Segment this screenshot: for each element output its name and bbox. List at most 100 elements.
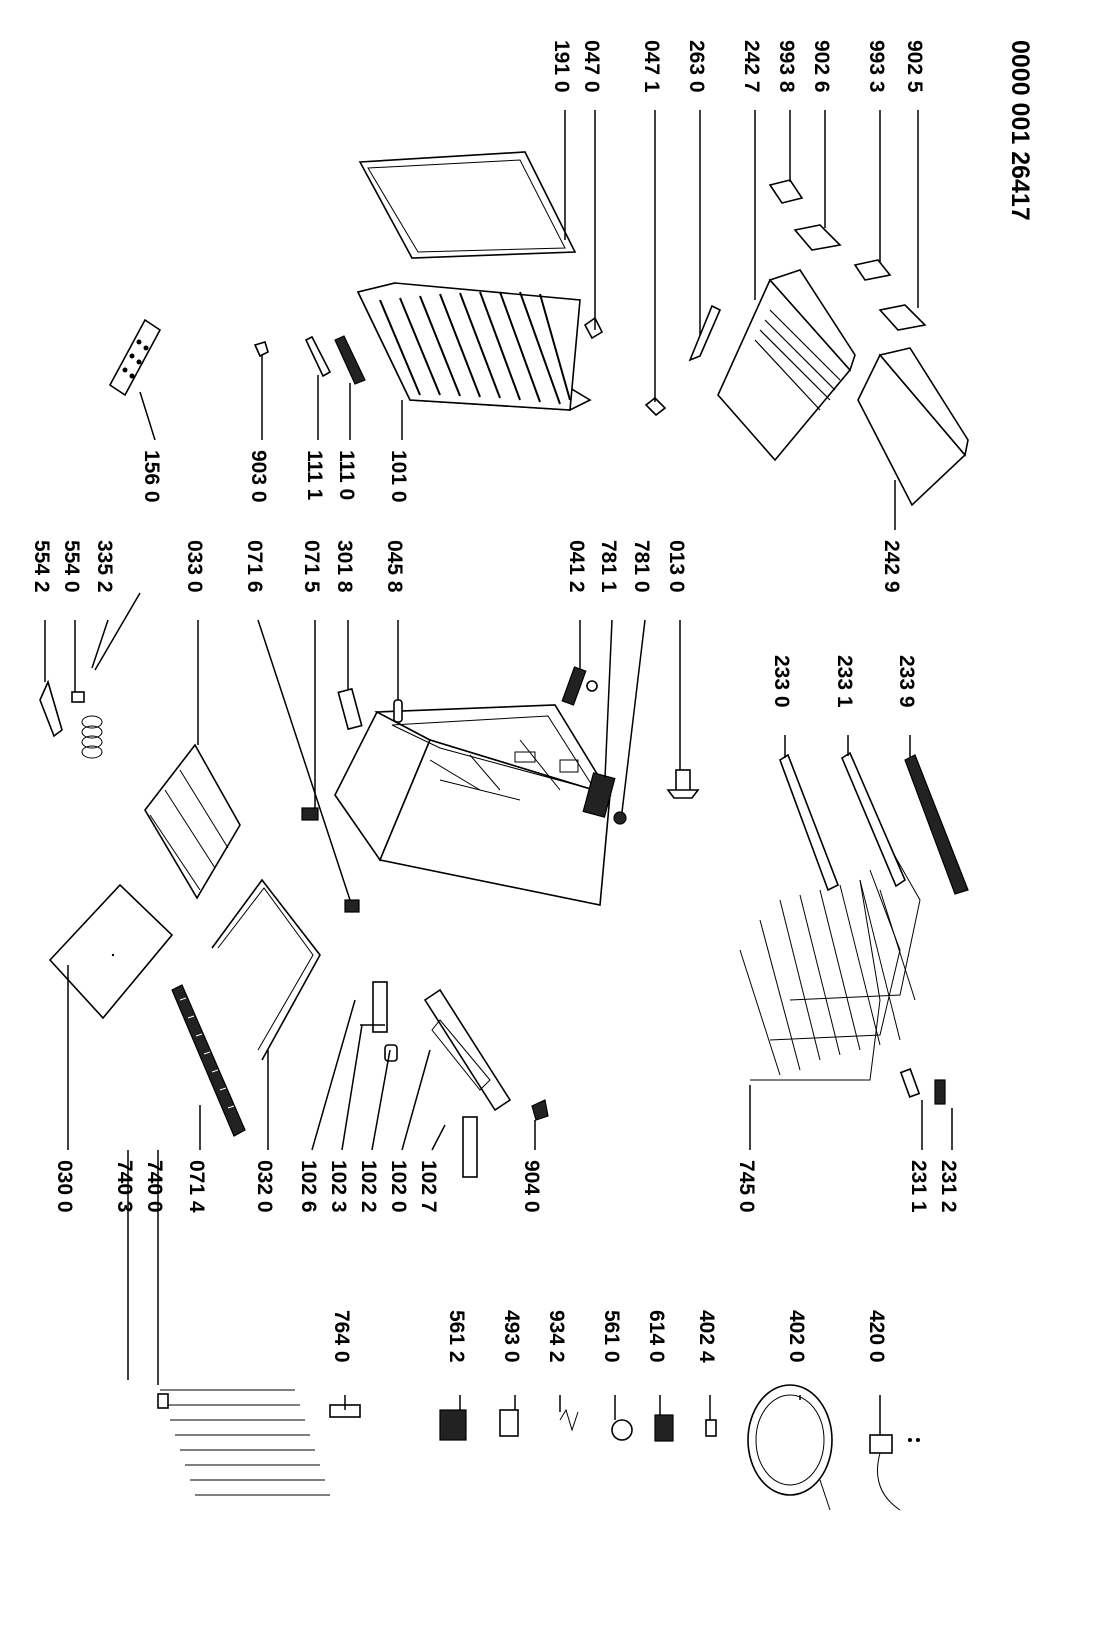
part-rail-2339: [904, 754, 969, 895]
callout-labels: 030 0 740 3 740 0 071 4 032 0 102 6 102 3 102 2…: [30, 40, 960, 1363]
callout-2330: 233 0: [770, 655, 793, 708]
part-clip-9026: [793, 224, 842, 251]
part-hinge-0716: [344, 899, 360, 913]
part-foot-0130: [666, 769, 700, 799]
part-clip-9025: [878, 304, 927, 331]
part-capacitor-5610: [611, 1419, 633, 1441]
callout-3018: 301 8: [333, 540, 356, 593]
callout-2312: 231 2: [937, 1160, 960, 1213]
callout-9025: 902 5: [903, 40, 926, 93]
part-compressor: [747, 1384, 833, 1511]
part-frame: [211, 878, 321, 1061]
part-label-9933: [853, 259, 892, 281]
part-handle-1110: [334, 335, 366, 385]
part-hinge-0715: [301, 807, 319, 821]
part-pin-0458: [393, 699, 403, 723]
callout-6140: 614 0: [645, 1310, 668, 1363]
callout-5542: 554 2: [30, 540, 53, 593]
part-strip-2630: [688, 304, 722, 362]
callout-9026: 902 6: [810, 40, 833, 93]
callout-1022: 102 2: [357, 1160, 380, 1213]
part-wire-9342: [559, 1408, 579, 1432]
part-foot-0471: [644, 396, 667, 417]
callout-2331: 233 1: [833, 655, 856, 708]
callout-5610: 561 0: [600, 1310, 623, 1363]
part-plate-2311: [899, 1068, 921, 1098]
callout-2427: 242 7: [740, 40, 763, 93]
part-rod-3352: [94, 592, 141, 671]
callout-0470: 047 0: [580, 40, 603, 93]
part-spring-5540: [71, 691, 103, 759]
callout-2339: 233 9: [895, 655, 918, 708]
callout-0716: 071 6: [243, 540, 266, 593]
callout-7400: 740 0: [143, 1160, 166, 1213]
part-cap-0470: [583, 316, 604, 340]
callout-2630: 263 0: [685, 40, 708, 93]
callout-2311: 231 1: [907, 1160, 930, 1213]
part-latch-9040: [531, 1099, 549, 1121]
part-condenser: [157, 1389, 361, 1496]
part-cable-4200: [869, 1434, 920, 1511]
callout-0715: 071 5: [300, 540, 323, 593]
part-rail-2330: [779, 753, 840, 892]
callout-0130: 013 0: [665, 540, 688, 593]
part-thermostat-0412: [561, 666, 598, 706]
part-screw-9030: [253, 341, 269, 358]
callout-9938: 993 8: [775, 40, 798, 93]
callout-4024: 402 4: [695, 1310, 718, 1363]
callout-0300: 030 0: [53, 1160, 76, 1213]
part-clip-4024: [705, 1419, 717, 1437]
part-hinge-1027: [462, 1116, 478, 1178]
part-evaporator: [739, 829, 921, 1081]
callout-7811: 781 1: [597, 540, 620, 593]
part-top-cover: [48, 883, 174, 1020]
callout-7403: 740 3: [113, 1160, 136, 1213]
part-rail-2331: [840, 751, 906, 888]
callout-7810: 781 0: [630, 540, 653, 593]
part-cap-7810: [613, 811, 627, 825]
part-relay-5612: [439, 1409, 467, 1441]
part-door: [356, 282, 592, 411]
callout-7450: 745 0: [735, 1160, 758, 1213]
callout-4930: 493 0: [500, 1310, 523, 1363]
leader-lines: [44, 110, 953, 1435]
part-drawer-2427: [717, 269, 856, 462]
document-number: 0000 001 26417: [1006, 40, 1034, 221]
callout-2429: 242 9: [880, 540, 903, 593]
part-grille: [171, 984, 246, 1137]
callout-4200: 420 0: [865, 1310, 888, 1363]
callout-5540: 554 0: [60, 540, 83, 593]
part-box-4930: [499, 1409, 519, 1437]
callout-0714: 071 4: [185, 1160, 208, 1213]
callout-1027: 102 7: [417, 1160, 440, 1213]
callout-0330: 033 0: [183, 540, 206, 593]
callout-1026: 102 6: [297, 1160, 320, 1213]
callout-1020: 102 0: [387, 1160, 410, 1213]
callout-1560: 156 0: [140, 450, 163, 503]
callout-9030: 903 0: [247, 450, 270, 503]
callout-4020: 402 0: [785, 1310, 808, 1363]
callout-1111: 111 1: [303, 450, 326, 501]
callout-1023: 102 3: [327, 1160, 350, 1213]
part-clip-5542: [39, 679, 63, 738]
part-cabinet: [334, 704, 612, 906]
part-knob-7811: [582, 772, 616, 818]
callout-3352: 335 2: [93, 540, 116, 593]
callout-1010: 101 0: [387, 450, 410, 503]
callout-0471: 047 1: [640, 40, 663, 93]
part-hinge-1026: [372, 981, 388, 1033]
callout-9933: 993 3: [865, 40, 888, 93]
callout-0320: 032 0: [253, 1160, 276, 1213]
part-drawer-2429: [857, 347, 969, 507]
part-lid: [144, 743, 241, 900]
part-door-gasket: [358, 151, 577, 259]
callout-7640: 764 0: [330, 1310, 353, 1363]
part-tray-1020: [423, 988, 512, 1112]
callout-5612: 561 2: [445, 1310, 468, 1363]
callout-9040: 904 0: [520, 1160, 543, 1213]
part-bracket-3018: [337, 687, 363, 731]
part-ice-tray: [108, 318, 162, 397]
callout-0458: 045 8: [383, 540, 406, 593]
callout-1910: 191 0: [550, 40, 573, 93]
callout-1110: 111 0: [335, 450, 358, 500]
